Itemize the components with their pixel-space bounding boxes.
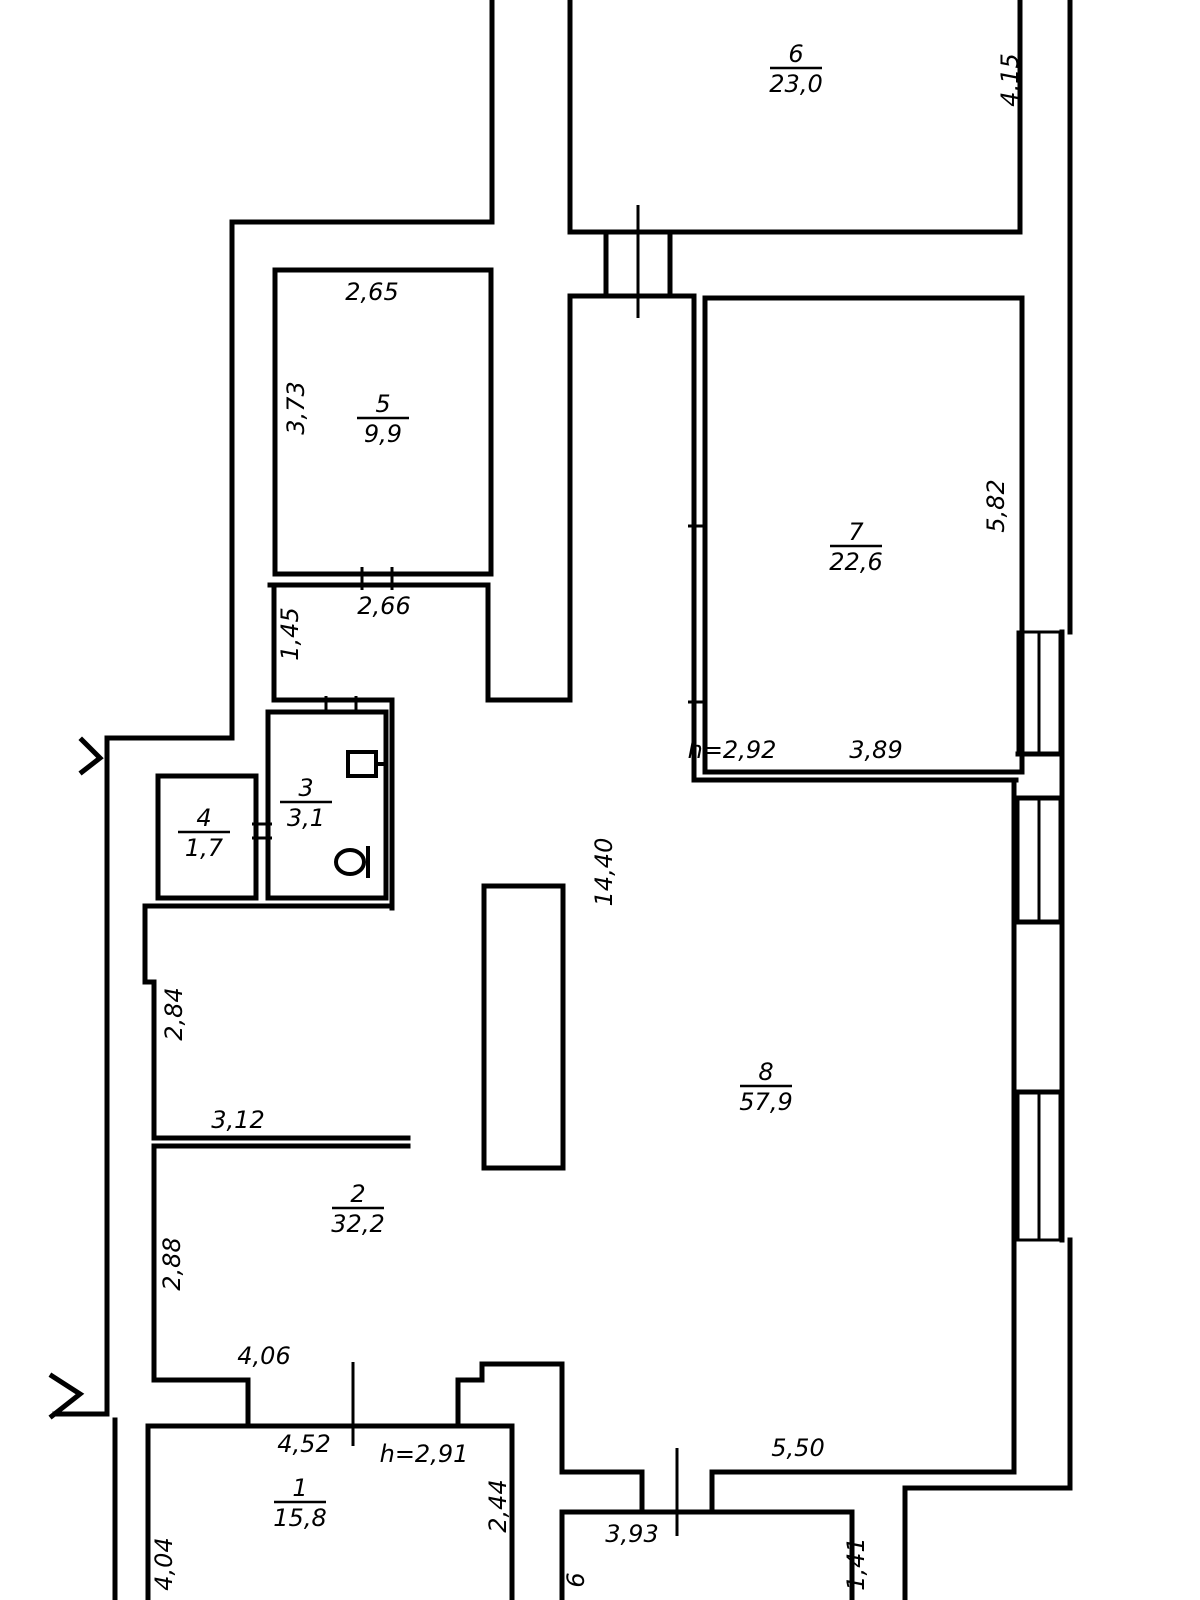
dimension-284: 2,84 [160, 987, 188, 1040]
dimension-h291: h=2,91 [380, 1440, 469, 1468]
dimension-415: 4,15 [996, 53, 1024, 106]
dimension-1440: 14,40 [590, 838, 618, 907]
room-7-number: 7 [848, 518, 864, 546]
room-label-8: 857,9 [739, 1058, 792, 1116]
walls [48, 0, 1073, 1600]
room-3-number: 3 [298, 774, 313, 802]
wall-room-1 [145, 1423, 515, 1600]
wall-room-5 [272, 267, 494, 577]
room-4-area: 1,7 [185, 834, 224, 862]
wall-room-2-lower [151, 1143, 411, 1383]
wall-top-left [104, 0, 495, 741]
wall-door-bottom-frame [639, 1469, 715, 1515]
sink-icon [346, 750, 384, 778]
room-8-area: 57,9 [739, 1088, 792, 1116]
room-2-area: 32,2 [331, 1210, 384, 1238]
dimension-h292: h=2,92 [688, 736, 777, 764]
dimension-373: 3,73 [282, 381, 310, 434]
wall-room-2-west [142, 903, 411, 1141]
dimension-452: 4,52 [277, 1430, 330, 1458]
room-label-5: 59,9 [357, 390, 409, 448]
wall-window-piers [1015, 629, 1065, 1243]
dimension-393: 3,93 [605, 1520, 658, 1548]
wall-lobby-left [271, 582, 395, 911]
room-2-number: 2 [350, 1180, 365, 1208]
toilet-icon [334, 848, 366, 876]
dimension-145: 1,45 [276, 607, 304, 660]
room-label-2: 232,2 [331, 1180, 384, 1238]
room-8-number: 8 [758, 1058, 773, 1086]
room-6-number: 6 [788, 40, 803, 68]
wall-room-8-bottom [709, 777, 1017, 1475]
windows [1015, 629, 1065, 1243]
room-6-area: 23,0 [769, 70, 822, 98]
dimension-404: 4,04 [150, 1537, 178, 1590]
dimension-389: 3,89 [849, 736, 902, 764]
room-label-1: 115,8 [273, 1474, 326, 1532]
wall-central-block [567, 293, 1019, 783]
wall-outer-right-lower [902, 1237, 1073, 1600]
room-5-area: 9,9 [364, 420, 402, 448]
dimension-244: 2,44 [484, 1479, 512, 1532]
room-7-area: 22,6 [829, 548, 882, 576]
room-label-4: 41,7 [178, 804, 230, 862]
counter-island [481, 883, 566, 1171]
room-3-area: 3,1 [287, 804, 325, 832]
room-1-number: 1 [292, 1474, 307, 1502]
dimension-582: 5,82 [982, 479, 1010, 532]
break-symbol-upper [78, 736, 104, 776]
room-label-7: 722,6 [829, 518, 882, 576]
room-5-number: 5 [375, 390, 390, 418]
wall-room-bottom-right [559, 1509, 855, 1600]
break-symbol-lower [48, 1372, 85, 1420]
dimension-6: 6 [562, 1572, 590, 1587]
wall-corridor-divider [567, 0, 1023, 235]
room-label-3: 33,1 [280, 774, 332, 832]
dimension-266: 2,66 [357, 592, 410, 620]
wall-outer-left [52, 735, 110, 1417]
room-1-area: 15,8 [273, 1504, 326, 1532]
wall-door-1-frame [245, 1377, 461, 1427]
wall-central-block-left [267, 293, 573, 703]
dimension-141: 1,41 [842, 1537, 870, 1590]
dimension-406: 4,06 [237, 1342, 290, 1370]
room-label-6: 6 23,0 [769, 40, 822, 98]
dimension-288: 2,88 [158, 1237, 186, 1290]
room-4-number: 4 [196, 804, 211, 832]
wall-room-2-bottom [455, 1361, 645, 1475]
dimension-265: 2,65 [345, 278, 398, 306]
fixtures [252, 524, 706, 878]
dimension-550: 5,50 [771, 1434, 824, 1462]
dimension-312: 3,12 [211, 1106, 264, 1134]
wall-room-7 [702, 295, 1025, 775]
